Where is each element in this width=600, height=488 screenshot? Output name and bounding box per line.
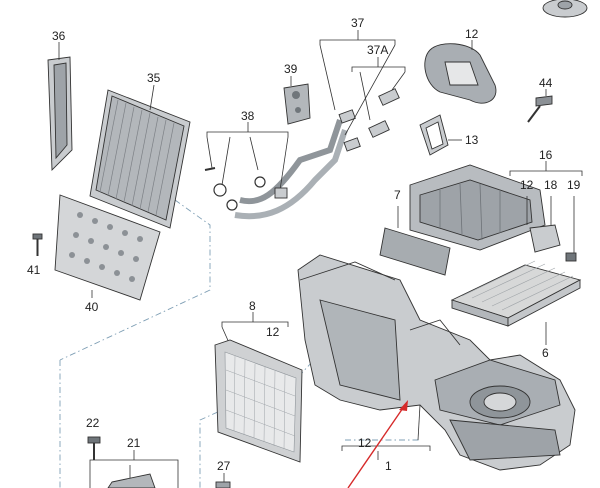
label-19: 19 bbox=[567, 178, 581, 192]
part-44-bolt bbox=[527, 89, 553, 123]
label-8: 8 bbox=[249, 299, 256, 313]
label-6: 6 bbox=[542, 346, 549, 360]
label-12-right: 12 bbox=[520, 178, 534, 192]
label-37: 37 bbox=[351, 16, 365, 30]
label-44: 44 bbox=[539, 76, 553, 90]
part-41-screw bbox=[32, 233, 43, 256]
part-37-coolant-pipes bbox=[234, 30, 406, 220]
part-40-frame bbox=[54, 194, 161, 301]
label-12-filter: 12 bbox=[266, 325, 280, 339]
part-6-cabin-filter bbox=[450, 260, 582, 345]
label-37a: 37A bbox=[367, 43, 388, 57]
label-7: 7 bbox=[394, 188, 401, 202]
part-21-brackets bbox=[89, 450, 179, 488]
part-22-screw bbox=[87, 436, 101, 460]
part-16-air-distribution bbox=[409, 161, 583, 262]
label-36: 36 bbox=[52, 29, 66, 43]
label-40: 40 bbox=[85, 300, 99, 314]
part-35-heater-core bbox=[89, 84, 191, 229]
label-41: 41 bbox=[27, 263, 41, 277]
part-12-gasket-top bbox=[424, 40, 497, 104]
part-39-valve bbox=[283, 76, 311, 125]
part-8-filter bbox=[214, 312, 303, 463]
part-13-seal-ring bbox=[419, 114, 462, 156]
label-21: 21 bbox=[127, 436, 141, 450]
part-38-clips bbox=[204, 122, 289, 211]
pointer-arrow bbox=[347, 400, 408, 488]
part-1-hvac-housing bbox=[297, 254, 576, 471]
label-39: 39 bbox=[284, 62, 298, 76]
label-1: 1 bbox=[385, 459, 392, 473]
part-7-flap bbox=[379, 206, 451, 276]
callout-labels: 36 35 37 37A 12 39 44 38 13 16 7 12 18 1… bbox=[27, 16, 581, 473]
label-27: 27 bbox=[217, 459, 231, 473]
label-13: 13 bbox=[465, 133, 479, 147]
label-16: 16 bbox=[539, 148, 553, 162]
label-22: 22 bbox=[86, 416, 100, 430]
label-38: 38 bbox=[241, 109, 255, 123]
grommet-part bbox=[542, 0, 588, 18]
label-12-top: 12 bbox=[465, 27, 479, 41]
part-27-clip bbox=[215, 473, 231, 488]
label-12-housing: 12 bbox=[358, 436, 372, 450]
part-36-seal-strip bbox=[47, 42, 73, 172]
label-18: 18 bbox=[544, 178, 558, 192]
label-35: 35 bbox=[147, 71, 161, 85]
